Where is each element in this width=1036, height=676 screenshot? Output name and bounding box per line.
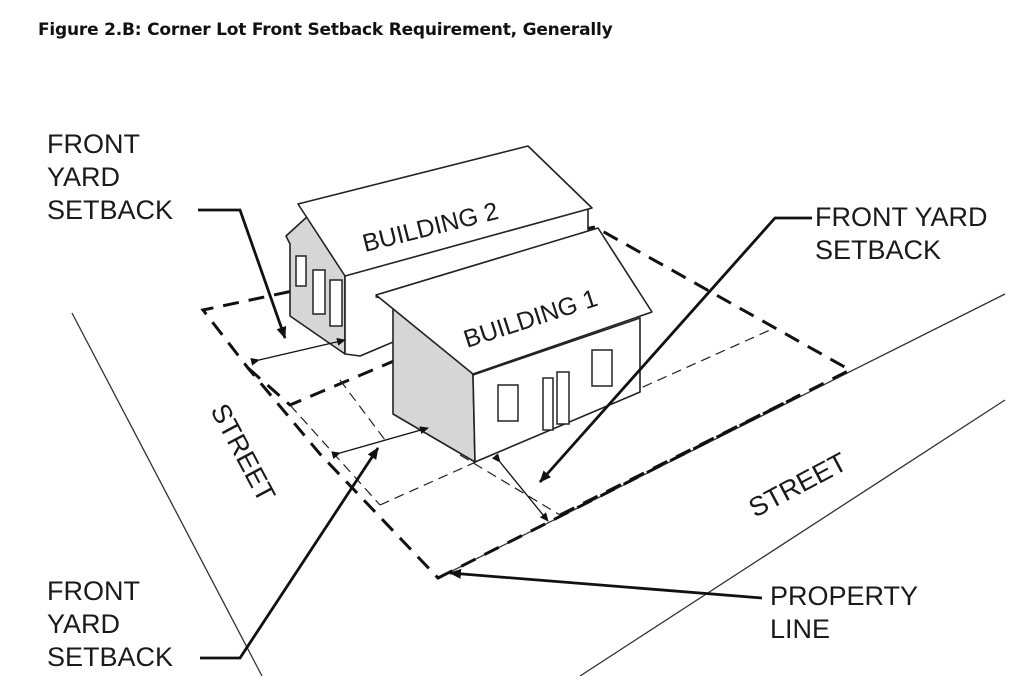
left-street-edge-outer xyxy=(71,312,263,676)
setback-line-right-front xyxy=(459,454,561,516)
setback-line-building2 xyxy=(339,379,386,441)
dim-arrow-building1-left-setback xyxy=(331,426,429,460)
label-front-yard-setback-bottom-left: FRONT YARD SETBACK xyxy=(47,576,173,672)
building-2-roof xyxy=(297,145,593,277)
property-line xyxy=(200,225,854,580)
label-property-line-2: LINE xyxy=(770,614,830,644)
building-2-door-2 xyxy=(329,279,343,327)
dim-arrow-building1-right-setback xyxy=(491,453,549,522)
label-top-left-line-1: FRONT xyxy=(47,129,140,159)
building-1-door-right xyxy=(556,371,570,425)
label-right-line-2: SETBACK xyxy=(815,235,941,265)
leader-lines xyxy=(198,208,812,660)
label-property-line: PROPERTY LINE xyxy=(770,581,918,644)
leader-top-left-setback xyxy=(198,208,287,339)
label-property-line-1: PROPERTY xyxy=(770,581,918,611)
leader-property-line xyxy=(449,568,763,600)
building-1-window-right xyxy=(591,349,613,387)
label-street-right: STREET xyxy=(744,447,852,523)
building-1-roof xyxy=(375,227,653,375)
label-bottom-left-line-1: FRONT xyxy=(47,576,140,606)
label-bottom-left-line-3: SETBACK xyxy=(47,642,173,672)
building-1: BUILDING 1 xyxy=(375,227,653,463)
dim-arrow-building2-setback xyxy=(250,337,346,366)
leader-right-setback xyxy=(538,216,812,483)
dimension-arrows xyxy=(250,337,549,522)
figure-title: Figure 2.B: Corner Lot Front Setback Req… xyxy=(38,20,613,40)
label-right-line-1: FRONT YARD xyxy=(815,202,988,232)
setback-line-left-parallel xyxy=(289,404,381,506)
label-front-yard-setback-right: FRONT YARD SETBACK xyxy=(815,202,988,265)
building-2-door-1 xyxy=(312,269,326,315)
building-1-door-left xyxy=(542,377,554,431)
building-1-window-left xyxy=(497,384,519,422)
right-street-edge-outer xyxy=(579,399,1006,676)
label-top-left-line-2: YARD xyxy=(47,162,120,192)
label-front-yard-setback-top-left: FRONT YARD SETBACK xyxy=(47,129,173,225)
setback-line-right-heavy xyxy=(559,393,801,517)
building-2-window xyxy=(295,255,307,287)
label-street-left: STREET xyxy=(205,399,281,507)
property-line-outline xyxy=(200,225,854,580)
leader-bottom-left-setback xyxy=(200,447,380,660)
label-top-left-line-3: SETBACK xyxy=(47,195,173,225)
label-bottom-left-line-2: YARD xyxy=(47,609,120,639)
